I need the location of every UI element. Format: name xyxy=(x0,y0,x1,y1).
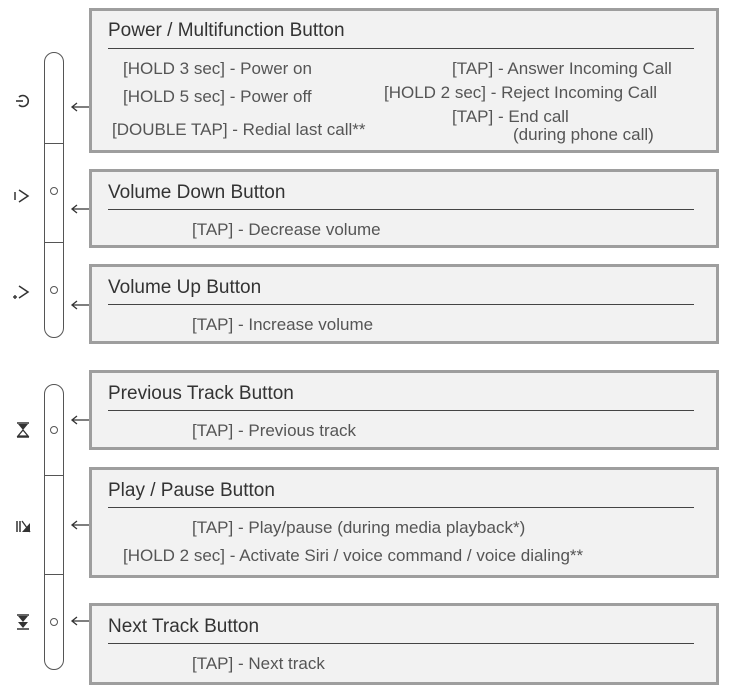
power-icon xyxy=(10,88,36,114)
volume-down-icon xyxy=(10,183,36,209)
redial-line: [DOUBLE TAP] - Redial last call** xyxy=(112,120,366,139)
play-pause-line: [TAP] - Play/pause (during media playbac… xyxy=(192,518,526,537)
pointer-arrow xyxy=(70,415,90,425)
volume-down-panel: Volume Down Button [TAP] - Decrease volu… xyxy=(89,169,719,248)
title-rule xyxy=(108,48,694,49)
panel-title: Volume Up Button xyxy=(108,277,262,298)
end-call-line: [TAP] - End call xyxy=(452,107,569,126)
pointer-arrow xyxy=(70,520,90,530)
button-dot xyxy=(50,286,58,294)
button-dot xyxy=(50,187,58,195)
segment-divider xyxy=(44,475,64,476)
panel-title: Previous Track Button xyxy=(108,383,294,404)
power-button-panel: Power / Multifunction Button [HOLD 3 sec… xyxy=(89,8,719,153)
power-on-line: [HOLD 3 sec] - Power on xyxy=(123,59,312,78)
play-pause-panel: Play / Pause Button [TAP] - Play/pause (… xyxy=(89,467,719,578)
siri-line: [HOLD 2 sec] - Activate Siri / voice com… xyxy=(123,546,584,565)
pointer-arrow xyxy=(70,102,90,112)
pointer-arrow xyxy=(70,300,90,310)
previous-track-icon xyxy=(10,417,36,443)
segment-divider xyxy=(44,574,64,575)
title-rule xyxy=(108,410,694,411)
volume-up-line: [TAP] - Increase volume xyxy=(192,315,374,334)
volume-up-icon xyxy=(10,280,36,306)
reject-call-line: [HOLD 2 sec] - Reject Incoming Call xyxy=(384,83,658,102)
previous-track-line: [TAP] - Previous track xyxy=(192,421,357,440)
previous-track-panel: Previous Track Button [TAP] - Previous t… xyxy=(89,370,719,450)
button-dot xyxy=(50,426,58,434)
next-track-icon xyxy=(10,609,36,635)
next-track-line: [TAP] - Next track xyxy=(192,654,325,673)
panel-title: Power / Multifunction Button xyxy=(108,20,345,41)
pointer-arrow xyxy=(70,204,90,214)
panel-title: Next Track Button xyxy=(108,616,260,637)
answer-call-line: [TAP] - Answer Incoming Call xyxy=(452,59,672,78)
button-dot xyxy=(50,618,58,626)
title-rule xyxy=(108,209,694,210)
panel-title: Play / Pause Button xyxy=(108,480,275,501)
volume-up-panel: Volume Up Button [TAP] - Increase volume xyxy=(89,264,719,344)
lower-controls-outline xyxy=(44,384,64,670)
next-track-panel: Next Track Button [TAP] - Next track xyxy=(89,603,719,685)
title-rule xyxy=(108,643,694,644)
play-pause-icon xyxy=(10,513,36,539)
panel-title: Volume Down Button xyxy=(108,182,286,203)
end-call-note: (during phone call) xyxy=(513,125,654,144)
pointer-arrow xyxy=(70,616,90,626)
volume-down-line: [TAP] - Decrease volume xyxy=(192,220,381,239)
segment-divider xyxy=(44,143,64,144)
upper-controls-outline xyxy=(44,52,64,338)
segment-divider xyxy=(44,242,64,243)
title-rule xyxy=(108,507,694,508)
power-off-line: [HOLD 5 sec] - Power off xyxy=(123,87,312,106)
title-rule xyxy=(108,304,694,305)
